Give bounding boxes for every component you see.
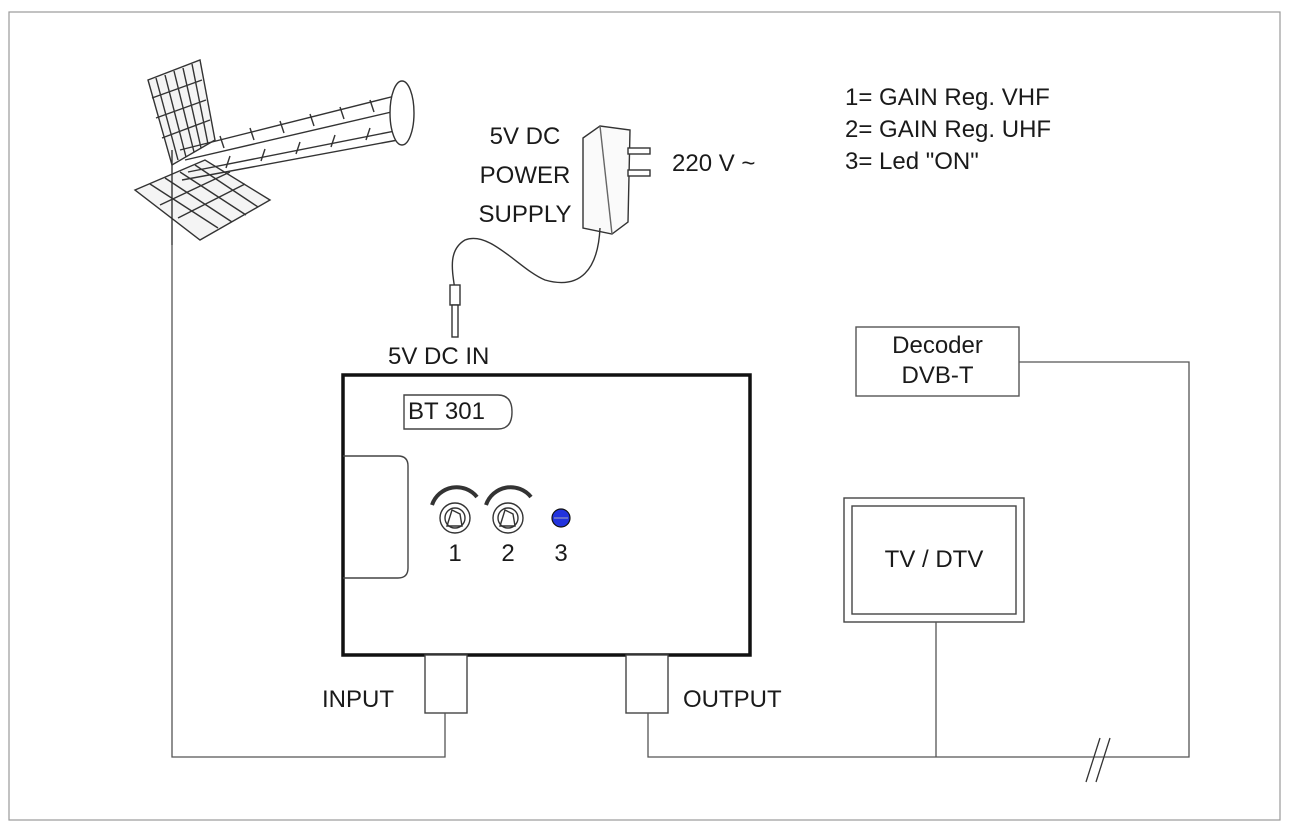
gain-knob-2-icon [484, 485, 533, 534]
antenna-icon [133, 59, 415, 245]
decoder-label-line-1: Decoder [892, 332, 983, 359]
power-adapter-icon [449, 125, 651, 338]
decoder-label-line-2: DVB-T [901, 362, 974, 389]
mains-voltage-label: 220 V ~ [672, 150, 756, 177]
power-supply-label-line-3: SUPPLY [478, 201, 572, 228]
knob-1-label: 1 [448, 540, 462, 567]
output-port [625, 654, 669, 714]
tv-label: TV / DTV [884, 546, 984, 573]
amplifier-side-tab [343, 455, 409, 579]
diagram-border [8, 11, 1281, 821]
model-plate [403, 394, 513, 430]
tv-screen [851, 505, 1017, 615]
led-3-label: 3 [554, 540, 568, 567]
output-label: OUTPUT [683, 686, 782, 713]
legend-item-1: 1= GAIN Reg. VHF [845, 84, 1050, 111]
coax-cables [171, 245, 1190, 783]
legend-item-2: 2= GAIN Reg. UHF [845, 116, 1052, 143]
knob-2-label: 2 [501, 540, 515, 567]
legend-item-3: 3= Led "ON" [845, 148, 979, 175]
gain-knob-1-icon [430, 485, 479, 534]
dc-in-label: 5V DC IN [388, 343, 490, 370]
power-supply-label-line-2: POWER [479, 162, 571, 189]
input-label: INPUT [322, 686, 394, 713]
input-port [424, 654, 468, 714]
model-label: BT 301 [408, 398, 485, 425]
power-supply-label-line-1: 5V DC [489, 123, 561, 150]
